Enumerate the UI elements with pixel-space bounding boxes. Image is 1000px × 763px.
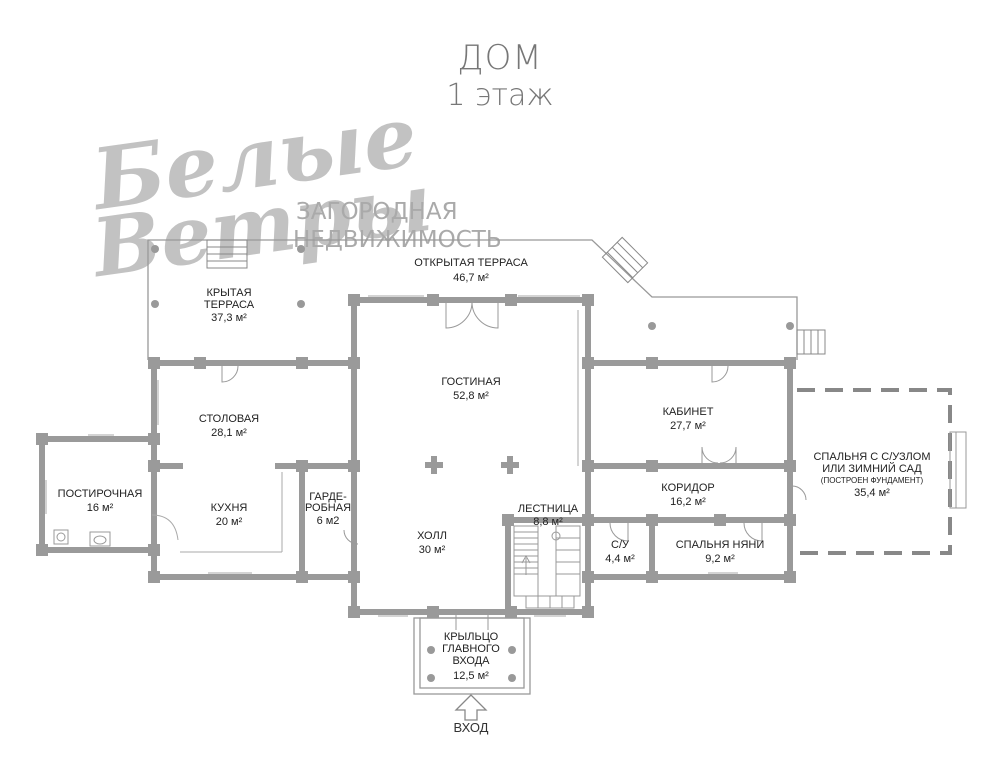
label-open-terrace-area: 46,7 м² [453, 272, 489, 284]
label-laundry-name: ПОСТИРОЧНАЯ [58, 488, 143, 500]
label-stairs-name: ЛЕСТНИЦА [518, 503, 579, 515]
plan-subtitle: 1 этаж [446, 78, 554, 113]
label-corridor-area: 16,2 м² [670, 496, 706, 508]
label-kitchen-name: КУХНЯ [211, 502, 248, 514]
label-porch-area: 12,5 м² [453, 670, 489, 682]
label-laundry-area: 16 м² [87, 502, 114, 514]
label-nanny-name: СПАЛЬНЯ НЯНИ [676, 539, 765, 551]
label-dining-area: 28,1 м² [211, 427, 247, 439]
label-cabinet-area: 27,7 м² [670, 420, 706, 432]
label-dining-name: СТОЛОВАЯ [199, 413, 259, 425]
walls [39, 297, 793, 615]
wall-posts [36, 294, 796, 618]
terrace-outline [147, 239, 798, 695]
label-wardrobe-name1: ГАРДЕ- [309, 491, 347, 503]
label-wardrobe-name2: РОБНАЯ [305, 502, 351, 514]
label-living-area: 52,8 м² [453, 390, 489, 402]
label-bedroom-name2: ИЛИ ЗИМНИЙ САД [822, 462, 922, 475]
label-porch-name1: КРЫЛЬЦО [444, 631, 499, 643]
label-porch-name3: ВХОДА [453, 655, 491, 667]
plan-title: ДОМ [457, 38, 543, 78]
doors [221, 301, 807, 630]
thin-lines [45, 295, 738, 617]
label-bathroom-name: С/У [611, 539, 630, 551]
label-entrance: ВХОД [454, 720, 489, 735]
label-bedroom-name1: СПАЛЬНЯ С С/УЗЛОМ [813, 451, 930, 463]
label-bedroom-note: (ПОСТРОЕН ФУНДАМЕНТ) [821, 476, 924, 485]
label-living-name: ГОСТИНАЯ [441, 376, 500, 388]
label-hall-area: 30 м² [419, 544, 446, 556]
entrance-arrow-icon [454, 694, 488, 721]
label-open-terrace-name: ОТКРЫТАЯ ТЕРРАСА [414, 257, 528, 269]
label-wardrobe-area: 6 м2 [317, 515, 340, 527]
label-covered-terrace-name2: ТЕРРАСА [204, 299, 255, 311]
label-corridor-name: КОРИДОР [661, 482, 714, 494]
label-porch-name2: ГЛАВНОГО [442, 643, 500, 655]
terrace-columns [151, 245, 794, 682]
label-kitchen-area: 20 м² [216, 516, 243, 528]
watermark-logo-subtitle-line1: ЗАГОРОДНАЯ [296, 199, 458, 225]
label-stairs-area: 8,8 м² [533, 516, 563, 528]
laundry-appliances [53, 529, 111, 547]
label-bathroom-area: 4,4 м² [605, 553, 635, 565]
label-bedroom-area: 35,4 м² [854, 487, 890, 499]
interior-columns [425, 456, 519, 474]
room-labels: ОТКРЫТАЯ ТЕРРАСА 46,7 м² КРЫТАЯ ТЕРРАСА … [58, 257, 931, 735]
staircase [513, 525, 581, 609]
label-cabinet-name: КАБИНЕТ [663, 406, 714, 418]
terrace-steps [206, 236, 826, 355]
label-covered-terrace-area: 37,3 м² [211, 312, 247, 324]
label-hall-name: ХОЛЛ [417, 530, 447, 542]
label-nanny-area: 9,2 м² [705, 553, 735, 565]
bedroom-window [949, 431, 967, 509]
label-covered-terrace-name1: КРЫТАЯ [206, 287, 251, 299]
